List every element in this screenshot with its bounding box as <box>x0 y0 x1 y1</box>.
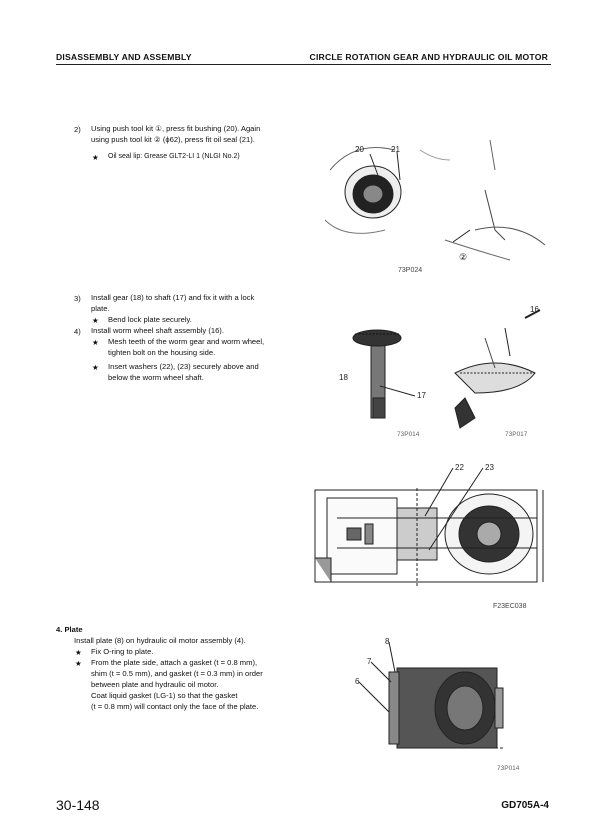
section-4-note-2-line-5: (t = 0.8 mm) will contact only the face … <box>91 702 259 711</box>
step-3-star-icon: ★ <box>92 316 99 325</box>
step-3-line-2: plate. <box>91 304 110 313</box>
step-4-note-1-line-2: tighten bolt on the housing side. <box>108 348 216 357</box>
section-4-note-2-line-4: Coat liquid gasket (LG-1) so that the ga… <box>91 691 238 700</box>
fig1-id: 73P024 <box>398 267 422 274</box>
section-4-note-1: Fix O-ring to plate. <box>91 647 154 656</box>
figure-gear-shaft-worm-wheel: 16 18 17 73P014 73P017 <box>335 298 557 440</box>
section-4-note-2-line-2: shim (t = 0.5 mm), and gasket (t = 0.3 m… <box>91 669 263 678</box>
step-4-star-icon-2: ★ <box>92 363 99 372</box>
step-2-star-icon: ★ <box>92 153 99 162</box>
section-4-note-2-line-3: between plate and hydraulic oil motor. <box>91 680 219 689</box>
section-4-heading: 4. Plate <box>56 625 83 634</box>
fig1-callout-20: 20 <box>355 145 364 154</box>
figure-plate-hydraulic-motor: 8 7 6 73P014 <box>345 632 555 772</box>
fig2-callout-18: 18 <box>339 373 348 382</box>
fig1-callout-2: ② <box>459 252 467 262</box>
header-rule <box>56 64 551 65</box>
fig3-callout-23: 23 <box>485 463 494 472</box>
step-2-line-2: using push tool kit ② (ϕ62), press fit o… <box>91 135 255 144</box>
step-2-number: 2) <box>74 125 81 134</box>
step-3-line-1: Install gear (18) to shaft (17) and fix … <box>91 293 255 302</box>
figure-cross-section-washers: 22 23 F23EC038 <box>307 458 557 610</box>
fig2-id-left: 73P014 <box>397 431 420 438</box>
fig4-callout-7: 7 <box>367 657 372 666</box>
fig4-callout-6: 6 <box>355 677 360 686</box>
fig4-callout-8: 8 <box>385 637 390 646</box>
section-4-star-icon-2: ★ <box>75 659 82 668</box>
header-left-title: DISASSEMBLY AND ASSEMBLY <box>56 52 192 62</box>
fig3-callout-22: 22 <box>455 463 464 472</box>
fig1-callout-21: 21 <box>391 145 400 154</box>
step-3-note: Bend lock plate securely. <box>108 315 192 324</box>
section-4-intro: Install plate (8) on hydraulic oil motor… <box>74 636 246 645</box>
figure-oil-seal-install: 20 21 ② 73P024 <box>324 130 555 280</box>
step-4-note-1-line-1: Mesh teeth of the worm gear and worm whe… <box>108 337 265 346</box>
header-right-title: CIRCLE ROTATION GEAR AND HYDRAULIC OIL M… <box>309 52 548 62</box>
step-4-note-2-line-2: below the worm wheel shaft. <box>108 373 204 382</box>
step-2-note: Oil seal lip: Grease GLT2-LI 1 (NLGI No.… <box>108 153 240 160</box>
step-3-number: 3) <box>74 294 81 303</box>
section-4-star-icon-1: ★ <box>75 648 82 657</box>
step-4-note-2-line-1: Insert washers (22), (23) securely above… <box>108 362 259 371</box>
fig2-callout-17: 17 <box>417 391 426 400</box>
fig4-id: 73P014 <box>497 765 520 772</box>
step-4-line-1: Install worm wheel shaft assembly (16). <box>91 326 224 335</box>
fig3-id: F23EC038 <box>493 603 527 610</box>
footer-model: GD705A-4 <box>501 800 549 811</box>
step-2-line-1: Using push tool kit ①, press fit bushing… <box>91 124 261 133</box>
footer-page-number: 30-148 <box>56 797 100 813</box>
fig2-id-right: 73P017 <box>505 431 528 438</box>
step-4-number: 4) <box>74 327 81 336</box>
section-4-note-2-line-1: From the plate side, attach a gasket (t … <box>91 658 258 667</box>
fig2-callout-16: 16 <box>530 305 539 314</box>
step-4-star-icon-1: ★ <box>92 338 99 347</box>
